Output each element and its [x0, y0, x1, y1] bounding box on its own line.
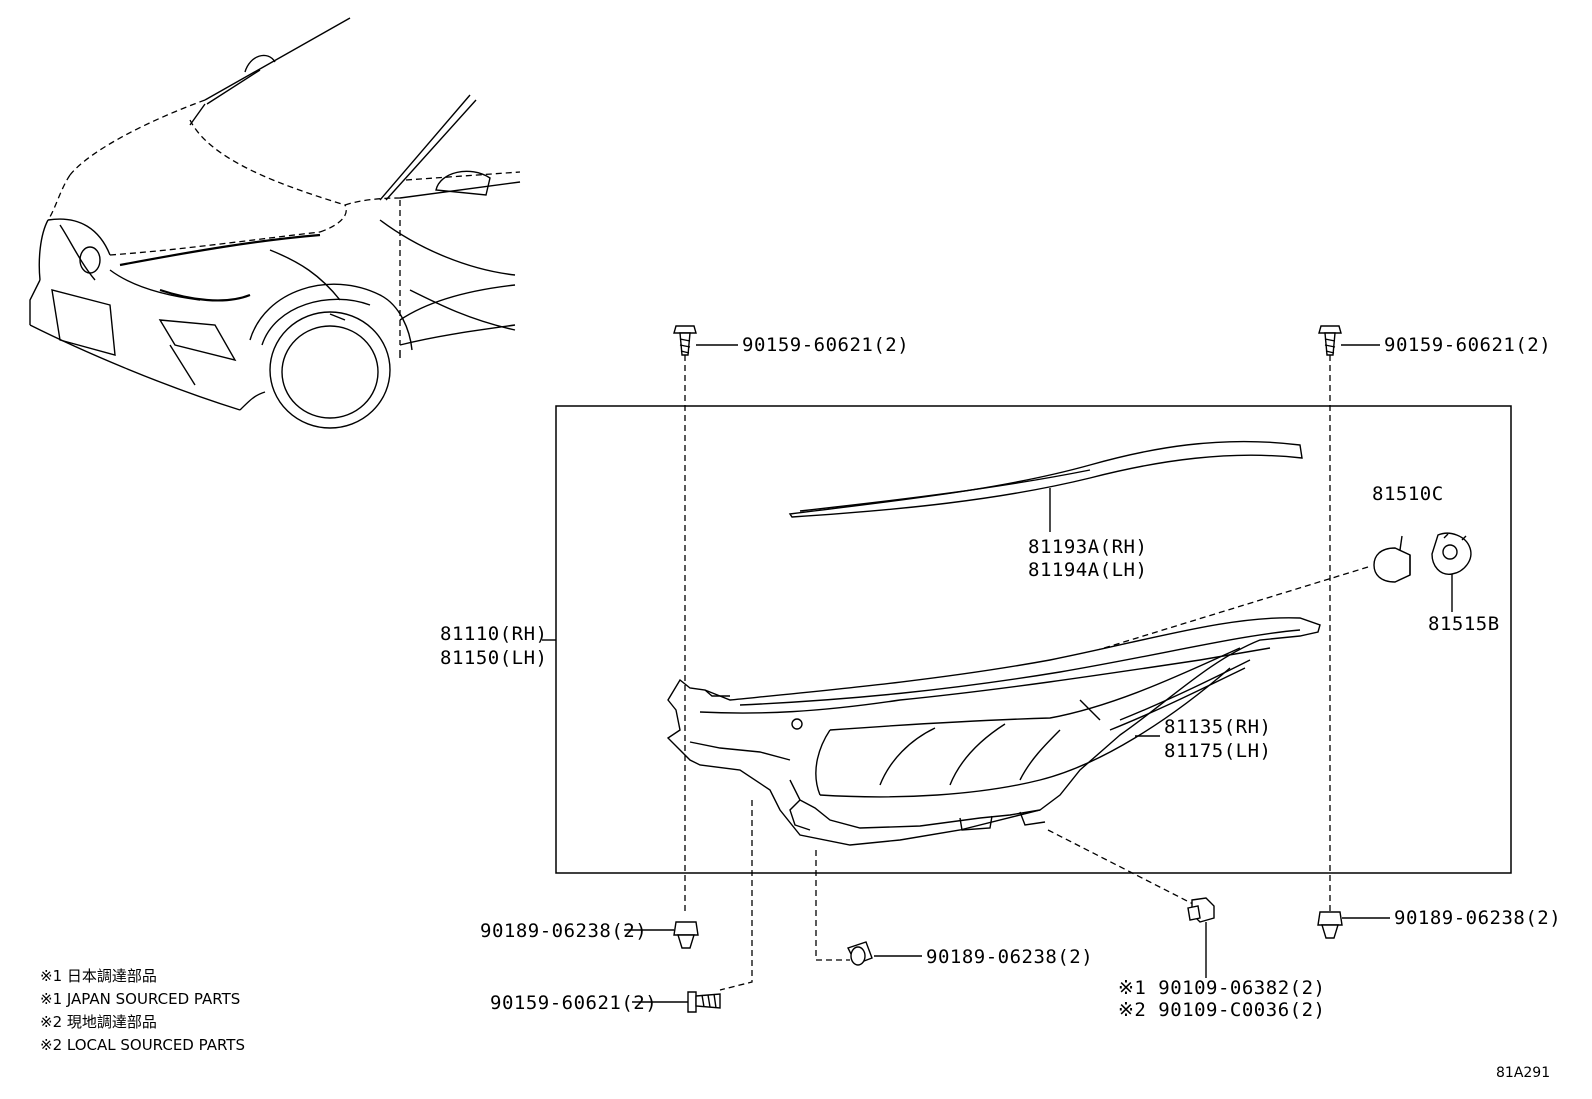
label-screw-top-left: 90159-60621(2) [742, 334, 909, 356]
label-nut-right: 90189-06238(2) [1394, 907, 1561, 929]
screw-top-right [1318, 325, 1380, 356]
bolt-90109 [1187, 897, 1215, 978]
label-headlamp-lh: 81150(LH) [440, 647, 547, 669]
screw-top-left [673, 325, 738, 356]
socket-81515b [1431, 532, 1472, 612]
label-garnish-rh: 81193A(RH) [1028, 536, 1147, 558]
label-screw-bottom-left: 90159-60621(2) [490, 992, 657, 1014]
label-nut-left: 90189-06238(2) [480, 920, 647, 942]
vehicle-overview-drawing [29, 17, 521, 429]
label-bolt-local: ※2 90109-C0036(2) [1118, 999, 1325, 1021]
nut-right [1317, 911, 1390, 939]
screw-bottom-left [632, 991, 721, 1013]
label-housing-rh: 81135(RH) [1164, 716, 1271, 738]
nut-center [847, 941, 922, 966]
legend-line-2: ※1 JAPAN SOURCED PARTS [40, 990, 240, 1008]
legend-line-1: ※1 日本調達部品 [40, 967, 157, 985]
legend-line-3: ※2 現地調達部品 [40, 1013, 157, 1031]
legend-line-4: ※2 LOCAL SOURCED PARTS [40, 1036, 245, 1054]
nut-left [624, 921, 699, 949]
label-socket: 81515B [1428, 613, 1500, 635]
label-bolt-jp: ※1 90109-06382(2) [1118, 977, 1325, 999]
garnish-strip [788, 440, 1303, 532]
bulb-81510c [1373, 535, 1411, 583]
label-bulb: 81510C [1372, 483, 1444, 505]
label-screw-top-right: 90159-60621(2) [1384, 334, 1551, 356]
label-garnish-lh: 81194A(LH) [1028, 559, 1147, 581]
diagram-code: 81A291 [1496, 1065, 1550, 1081]
headlamp-assembly [666, 617, 1321, 846]
label-housing-lh: 81175(LH) [1164, 740, 1271, 762]
label-nut-center: 90189-06238(2) [926, 946, 1093, 968]
label-headlamp-rh: 81110(RH) [440, 623, 547, 645]
